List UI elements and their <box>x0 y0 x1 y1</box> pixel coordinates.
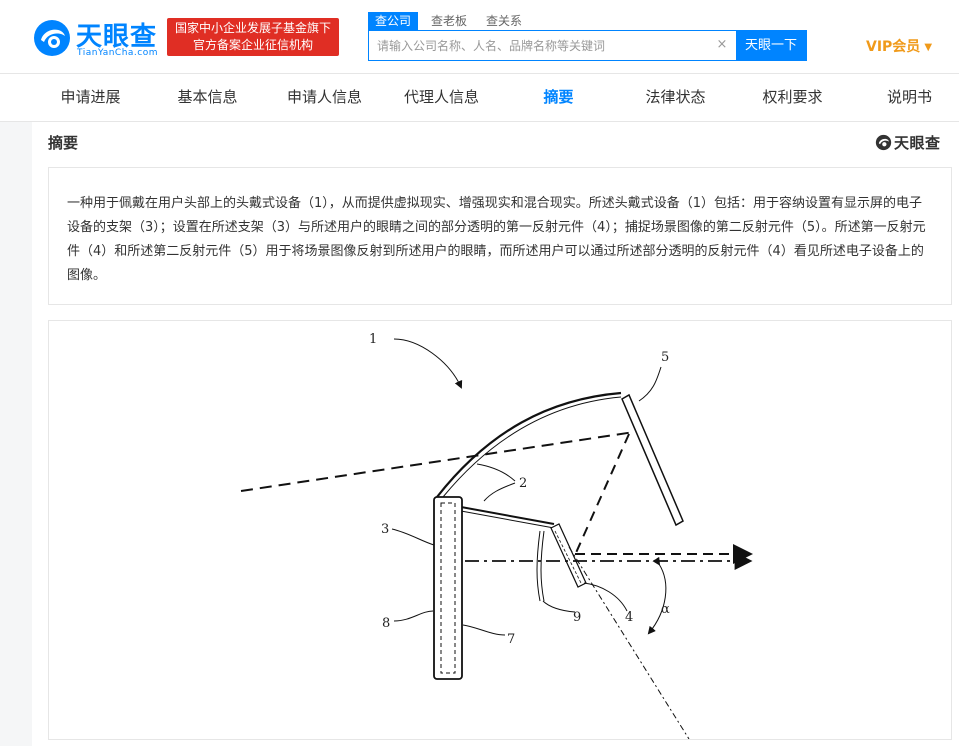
label-1: 1 <box>369 332 377 347</box>
nav-abstract[interactable]: 摘要 <box>543 88 574 106</box>
search-input[interactable] <box>369 31 709 60</box>
nav-claims[interactable]: 权利要求 <box>762 88 823 106</box>
logo-domain: TianYanCha.com <box>77 48 159 58</box>
tab-search-boss[interactable]: 查老板 <box>431 14 468 28</box>
tianyancha-logo[interactable]: 天眼查 TianYanCha.com <box>32 16 162 60</box>
watermark-logo-icon <box>875 134 892 151</box>
label-9: 9 <box>573 610 581 625</box>
top-header: 天眼查 TianYanCha.com 国家中小企业发展子基金旗下 官方备案企业征… <box>0 0 959 74</box>
label-5: 5 <box>661 350 669 365</box>
watermark-text: 天眼查 <box>894 134 941 152</box>
logo-text: 天眼查 <box>76 22 158 52</box>
official-badge: 国家中小企业发展子基金旗下 官方备案企业征信机构 <box>167 18 339 56</box>
label-7: 7 <box>507 632 515 647</box>
chevron-down-icon: ▼ <box>924 42 933 53</box>
tab-search-company[interactable]: 查公司 <box>368 12 419 30</box>
nav-applicant-info[interactable]: 申请人信息 <box>286 88 362 106</box>
label-3: 3 <box>381 522 389 537</box>
label-4: 4 <box>625 610 633 625</box>
nav-agent-info[interactable]: 代理人信息 <box>403 88 479 106</box>
vip-member-link[interactable]: VIP会员▼ <box>866 36 932 56</box>
patent-figure: 1 2 3 4 5 7 8 9 α <box>48 320 952 740</box>
nav-legal-status[interactable]: 法律状态 <box>645 88 706 106</box>
abstract-text: 一种用于佩戴在用户头部上的头戴式设备（1），从而提供虚拟现实、增强现实和混合现实… <box>67 196 926 283</box>
nav-description[interactable]: 说明书 <box>886 88 932 106</box>
label-alpha: α <box>661 602 670 617</box>
logo-mark-icon <box>34 20 70 56</box>
abstract-content: 一种用于佩戴在用户头部上的头戴式设备（1），从而提供虚拟现实、增强现实和混合现实… <box>48 167 952 305</box>
search-bar: × 天眼一下 <box>368 30 807 61</box>
badge-line-1: 国家中小企业发展子基金旗下 <box>174 21 331 35</box>
vip-label: VIP会员 <box>866 39 921 55</box>
label-2: 2 <box>519 476 527 491</box>
headset-diagram: 1 2 3 4 5 7 8 9 α <box>240 332 753 739</box>
clear-icon[interactable]: × <box>716 37 728 52</box>
badge-line-2: 官方备案企业征信机构 <box>192 38 313 52</box>
tianyancha-watermark: 天眼查 <box>875 132 949 152</box>
search-button[interactable]: 天眼一下 <box>736 31 806 60</box>
tab-search-relation[interactable]: 查关系 <box>486 14 523 28</box>
section-nav: 申请进展 基本信息 申请人信息 代理人信息 摘要 法律状态 权利要求 说明书 <box>0 74 959 122</box>
label-8: 8 <box>382 616 390 631</box>
nav-application-progress[interactable]: 申请进展 <box>60 88 121 106</box>
section-title: 摘要 <box>48 134 79 152</box>
abstract-panel: 摘要 天眼查 一种用于佩戴在用户头部上的头戴式设备（1），从而提供虚拟现实、增强… <box>32 122 959 746</box>
nav-basic-info[interactable]: 基本信息 <box>177 88 238 106</box>
